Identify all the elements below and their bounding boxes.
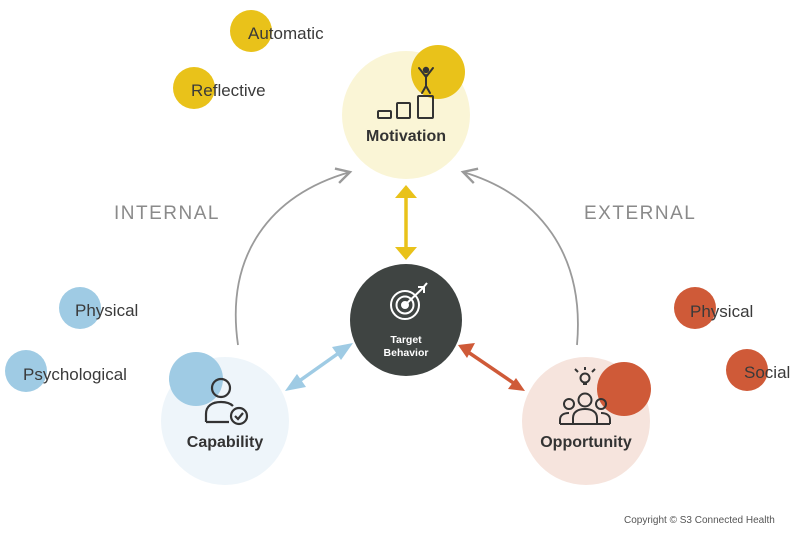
automatic-label: Automatic bbox=[248, 24, 324, 43]
psychological-label: Psychological bbox=[23, 365, 127, 384]
psychological-dot bbox=[5, 350, 47, 392]
reflective-dot bbox=[173, 67, 215, 109]
reflective-label: Reflective bbox=[191, 81, 266, 100]
capability-physical-label: Physical bbox=[75, 301, 139, 320]
opportunity-physical-dot bbox=[674, 287, 716, 329]
target-behavior-circle bbox=[350, 264, 462, 376]
capability-to-motivation-arrow bbox=[234, 167, 353, 346]
capability-target-arrow bbox=[285, 343, 353, 391]
copyright-text: Copyright © S3 Connected Health bbox=[624, 515, 775, 526]
capability-physical-dot bbox=[59, 287, 101, 329]
internal-label: INTERNAL bbox=[114, 203, 220, 224]
opportunity-physical-label: Physical bbox=[690, 302, 754, 321]
capability-label: Capability bbox=[186, 434, 264, 451]
target-line-1: Target bbox=[390, 334, 422, 346]
target-line-2: Behavior bbox=[383, 347, 429, 359]
target-behavior-label: Target Behavior bbox=[366, 334, 446, 360]
opportunity-target-arrow bbox=[458, 343, 525, 391]
social-dot bbox=[726, 349, 768, 391]
person-check-icon bbox=[204, 377, 249, 426]
external-label: EXTERNAL bbox=[584, 203, 697, 224]
motivation-label: Motivation bbox=[366, 128, 446, 145]
person-on-podium-icon bbox=[377, 66, 434, 119]
motivation-target-arrow bbox=[395, 185, 417, 260]
automatic-dot bbox=[230, 10, 272, 52]
opportunity-label: Opportunity bbox=[540, 434, 632, 451]
target-arrow-icon bbox=[390, 282, 428, 320]
capability-accent-circle bbox=[169, 352, 223, 406]
group-idea-icon bbox=[559, 367, 611, 425]
motivation-accent-circle bbox=[411, 45, 465, 99]
opportunity-to-motivation-arrow bbox=[460, 167, 579, 346]
opportunity-accent-circle bbox=[597, 362, 651, 416]
social-label: Social bbox=[744, 363, 791, 382]
